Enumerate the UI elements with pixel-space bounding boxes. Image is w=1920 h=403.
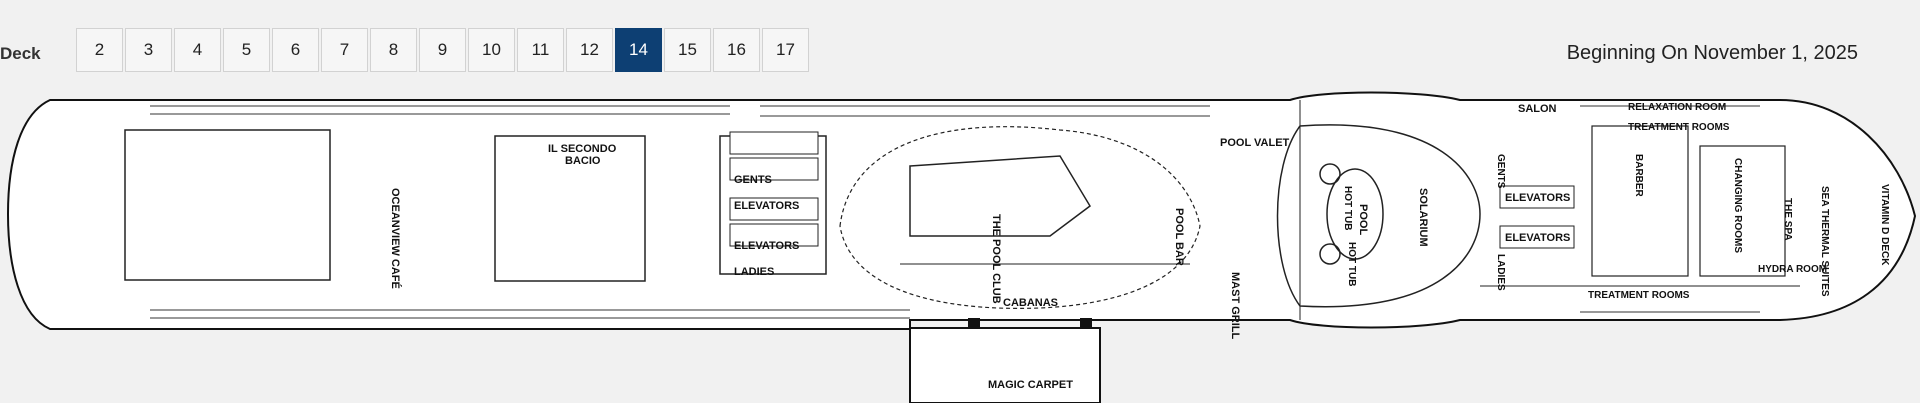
- hot-tub-top: [1319, 163, 1341, 185]
- deck-tab-9[interactable]: 9: [419, 28, 466, 72]
- deck-tab-8[interactable]: 8: [370, 28, 417, 72]
- label-elevators-spa-1: ELEVATORS: [1505, 192, 1570, 204]
- label-hot-tub-top: HOT TUB: [1342, 186, 1353, 230]
- deck-tab-10[interactable]: 10: [468, 28, 515, 72]
- label-bacio: BACIO: [565, 155, 601, 167]
- label-sea-thermal-suites: SEA THERMAL SUITES: [1819, 186, 1830, 297]
- solarium-pool: [1326, 168, 1384, 260]
- label-the-spa: THE SPA: [1782, 198, 1793, 241]
- label-pool-valet: POOL VALET: [1220, 137, 1290, 149]
- label-gents: GENTS: [734, 174, 772, 186]
- deck-tab-15[interactable]: 15: [664, 28, 711, 72]
- deck-tab-17[interactable]: 17: [762, 28, 809, 72]
- oceanview-cafe-core: [124, 129, 331, 281]
- label-il-secondo: IL SECONDO: [548, 143, 617, 155]
- deck-plan-map: IL SECONDO BACIO OCEANVIEW CAFÉ GENTS EL…: [6, 91, 1917, 403]
- effective-date: Beginning On November 1, 2025: [1566, 42, 1858, 64]
- hot-tub-bottom: [1319, 243, 1341, 265]
- label-elevators-2: ELEVATORS: [734, 240, 799, 252]
- deck-tab-6[interactable]: 6: [272, 28, 319, 72]
- label-elevators-spa-2: ELEVATORS: [1505, 232, 1570, 244]
- label-salon: SALON: [1518, 103, 1557, 115]
- label-hydra-room: HYDRA ROOM: [1758, 264, 1827, 275]
- deck-label: Deck: [0, 44, 41, 63]
- hull-outline: [6, 91, 1917, 330]
- deck-tab-3[interactable]: 3: [125, 28, 172, 72]
- label-solarium: SOLARIUM: [1417, 188, 1429, 247]
- label-elevators-1: ELEVATORS: [734, 200, 799, 212]
- label-mast-grill: MAST GRILL: [1229, 272, 1241, 339]
- label-oceanview-cafe: OCEANVIEW CAFÉ: [389, 188, 402, 289]
- label-ladies-spa: LADIES: [1495, 254, 1506, 291]
- deck-tab-5[interactable]: 5: [223, 28, 270, 72]
- label-vitamin-d-deck: VITAMIN D DECK: [1879, 184, 1890, 266]
- deck-tab-2[interactable]: 2: [76, 28, 123, 72]
- label-pool: POOL: [1357, 204, 1369, 235]
- deck-tab-16[interactable]: 16: [713, 28, 760, 72]
- deck-tab-11[interactable]: 11: [517, 28, 564, 72]
- deck-tab-4[interactable]: 4: [174, 28, 221, 72]
- label-cabanas: CABANAS: [1003, 297, 1058, 309]
- label-pool-bar: POOL BAR: [1173, 208, 1185, 266]
- label-the-pool-club: THE POOL CLUB: [990, 214, 1002, 304]
- label-barber: BARBER: [1633, 154, 1644, 198]
- deck-tab-7[interactable]: 7: [321, 28, 368, 72]
- label-gents-spa: GENTS: [1495, 154, 1506, 189]
- solarium-area: [1276, 124, 1481, 308]
- label-relaxation-room: RELAXATION ROOM: [1628, 102, 1726, 113]
- label-magic-carpet: MAGIC CARPET: [988, 379, 1073, 391]
- label-ladies: LADIES: [734, 266, 774, 278]
- label-hot-tub-bottom: HOT TUB: [1346, 242, 1357, 286]
- magic-carpet-platform: [909, 327, 1101, 403]
- pool-club-pool: [909, 155, 1091, 237]
- deck-tab-12[interactable]: 12: [566, 28, 613, 72]
- deck-tab-14[interactable]: 14: [615, 28, 662, 72]
- label-treatment-rooms-top: TREATMENT ROOMS: [1628, 122, 1730, 133]
- label-treatment-rooms-bottom: TREATMENT ROOMS: [1588, 290, 1690, 301]
- deck-tabs: 2 3 4 5 6 7 8 9 10 11 12 14 15 16 17: [76, 28, 811, 72]
- label-changing-rooms: CHANGING ROOMS: [1732, 158, 1743, 253]
